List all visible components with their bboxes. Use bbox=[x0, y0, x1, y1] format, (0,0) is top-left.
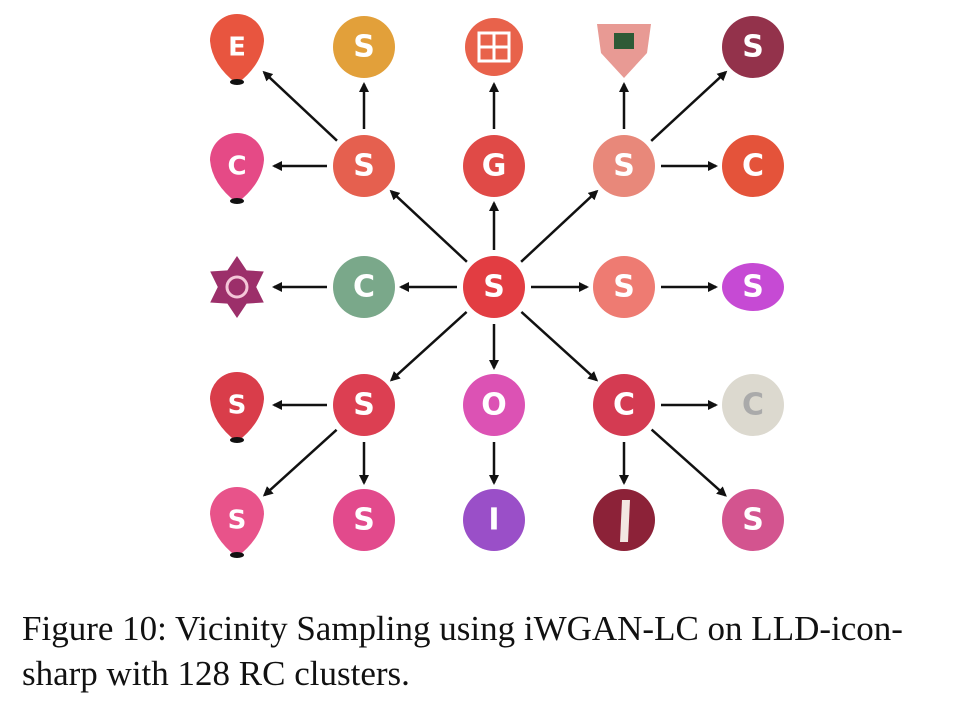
icon-letter: S bbox=[742, 30, 764, 65]
logo-icon-r4c0: S bbox=[210, 487, 264, 558]
logo-icon-r1c0: C bbox=[210, 133, 264, 204]
arrow-r1c1-to-r0c0 bbox=[262, 70, 338, 142]
logo-icon-r0c2 bbox=[465, 18, 523, 76]
logo-icon-r4c4: S bbox=[722, 489, 784, 551]
icon-shadow bbox=[230, 198, 244, 204]
icon-letter: S bbox=[353, 503, 375, 538]
logo-icon-r3c1: S bbox=[333, 374, 395, 436]
arrow-r3c1-to-r4c0 bbox=[262, 428, 338, 497]
arrow-r2c2-to-r1c1 bbox=[389, 189, 468, 263]
logo-icon-r3c0: S bbox=[210, 372, 264, 443]
icon-letter: S bbox=[742, 503, 764, 538]
logo-icon-r2c1: C bbox=[333, 256, 395, 318]
shield-emblem bbox=[614, 33, 634, 49]
icon-letter: C bbox=[613, 388, 635, 423]
icon-letter: C bbox=[227, 152, 246, 182]
logo-icon-r4c1: S bbox=[333, 489, 395, 551]
icon-letter: S bbox=[353, 149, 375, 184]
icon-letter: S bbox=[228, 506, 247, 536]
icon-shadow bbox=[230, 552, 244, 558]
torch-emblem bbox=[620, 500, 630, 542]
logo-icon-r1c1: S bbox=[333, 135, 395, 197]
logo-icon-r2c3: S bbox=[593, 256, 655, 318]
logo-icon-r1c4: C bbox=[722, 135, 784, 197]
icon-shadow bbox=[230, 437, 244, 443]
logo-icon-r2c2: S bbox=[463, 256, 525, 318]
icon-grid: E S S C S G S C C S S S S S O C C S S I S bbox=[210, 14, 784, 558]
logo-icon-r0c0: E bbox=[210, 14, 264, 85]
logo-icon-r0c3 bbox=[597, 24, 651, 78]
star-emblem bbox=[225, 275, 249, 299]
icon-letter: S bbox=[353, 30, 375, 65]
logo-icon-r4c2: I bbox=[463, 489, 525, 551]
logo-icon-r0c1: S bbox=[333, 16, 395, 78]
arrow-r2c2-to-r3c3 bbox=[520, 310, 599, 382]
icon-letter: S bbox=[228, 391, 247, 421]
arrow-r2c2-to-r3c1 bbox=[389, 310, 468, 382]
logo-icon-r2c0 bbox=[210, 256, 264, 318]
logo-icon-r3c4: C bbox=[722, 374, 784, 436]
icon-letter: C bbox=[742, 388, 764, 423]
icon-letter: S bbox=[742, 270, 764, 305]
logo-icon-r2c4: S bbox=[722, 263, 784, 311]
icon-letter: I bbox=[488, 503, 499, 538]
arrow-r2c2-to-r1c3 bbox=[520, 189, 599, 263]
arrow-layer bbox=[262, 70, 728, 497]
icon-letter: S bbox=[613, 270, 635, 305]
icon-letter: S bbox=[483, 270, 505, 305]
icon-letter: S bbox=[353, 388, 375, 423]
icon-letter: E bbox=[228, 33, 246, 63]
arrow-r3c3-to-r4c4 bbox=[650, 428, 727, 497]
icon-shadow bbox=[230, 79, 244, 85]
logo-icon-r1c3: S bbox=[593, 135, 655, 197]
icon-letter: S bbox=[613, 149, 635, 184]
arrow-r1c3-to-r0c4 bbox=[650, 70, 728, 142]
figure-caption: Figure 10: Vicinity Sampling using iWGAN… bbox=[22, 609, 903, 693]
logo-icon-r1c2: G bbox=[463, 135, 525, 197]
icon-letter: O bbox=[481, 388, 507, 423]
icon-letter: C bbox=[742, 149, 764, 184]
icon-letter: G bbox=[482, 149, 507, 184]
logo-icon-r3c2: O bbox=[463, 374, 525, 436]
logo-icon-r4c3 bbox=[593, 489, 655, 551]
logo-icon-r3c3: C bbox=[593, 374, 655, 436]
logo-icon-r0c4: S bbox=[722, 16, 784, 78]
vicinity-sampling-figure: E S S C S G S C C S S S S S O C C S S I S bbox=[210, 14, 784, 558]
icon-letter: C bbox=[353, 270, 375, 305]
